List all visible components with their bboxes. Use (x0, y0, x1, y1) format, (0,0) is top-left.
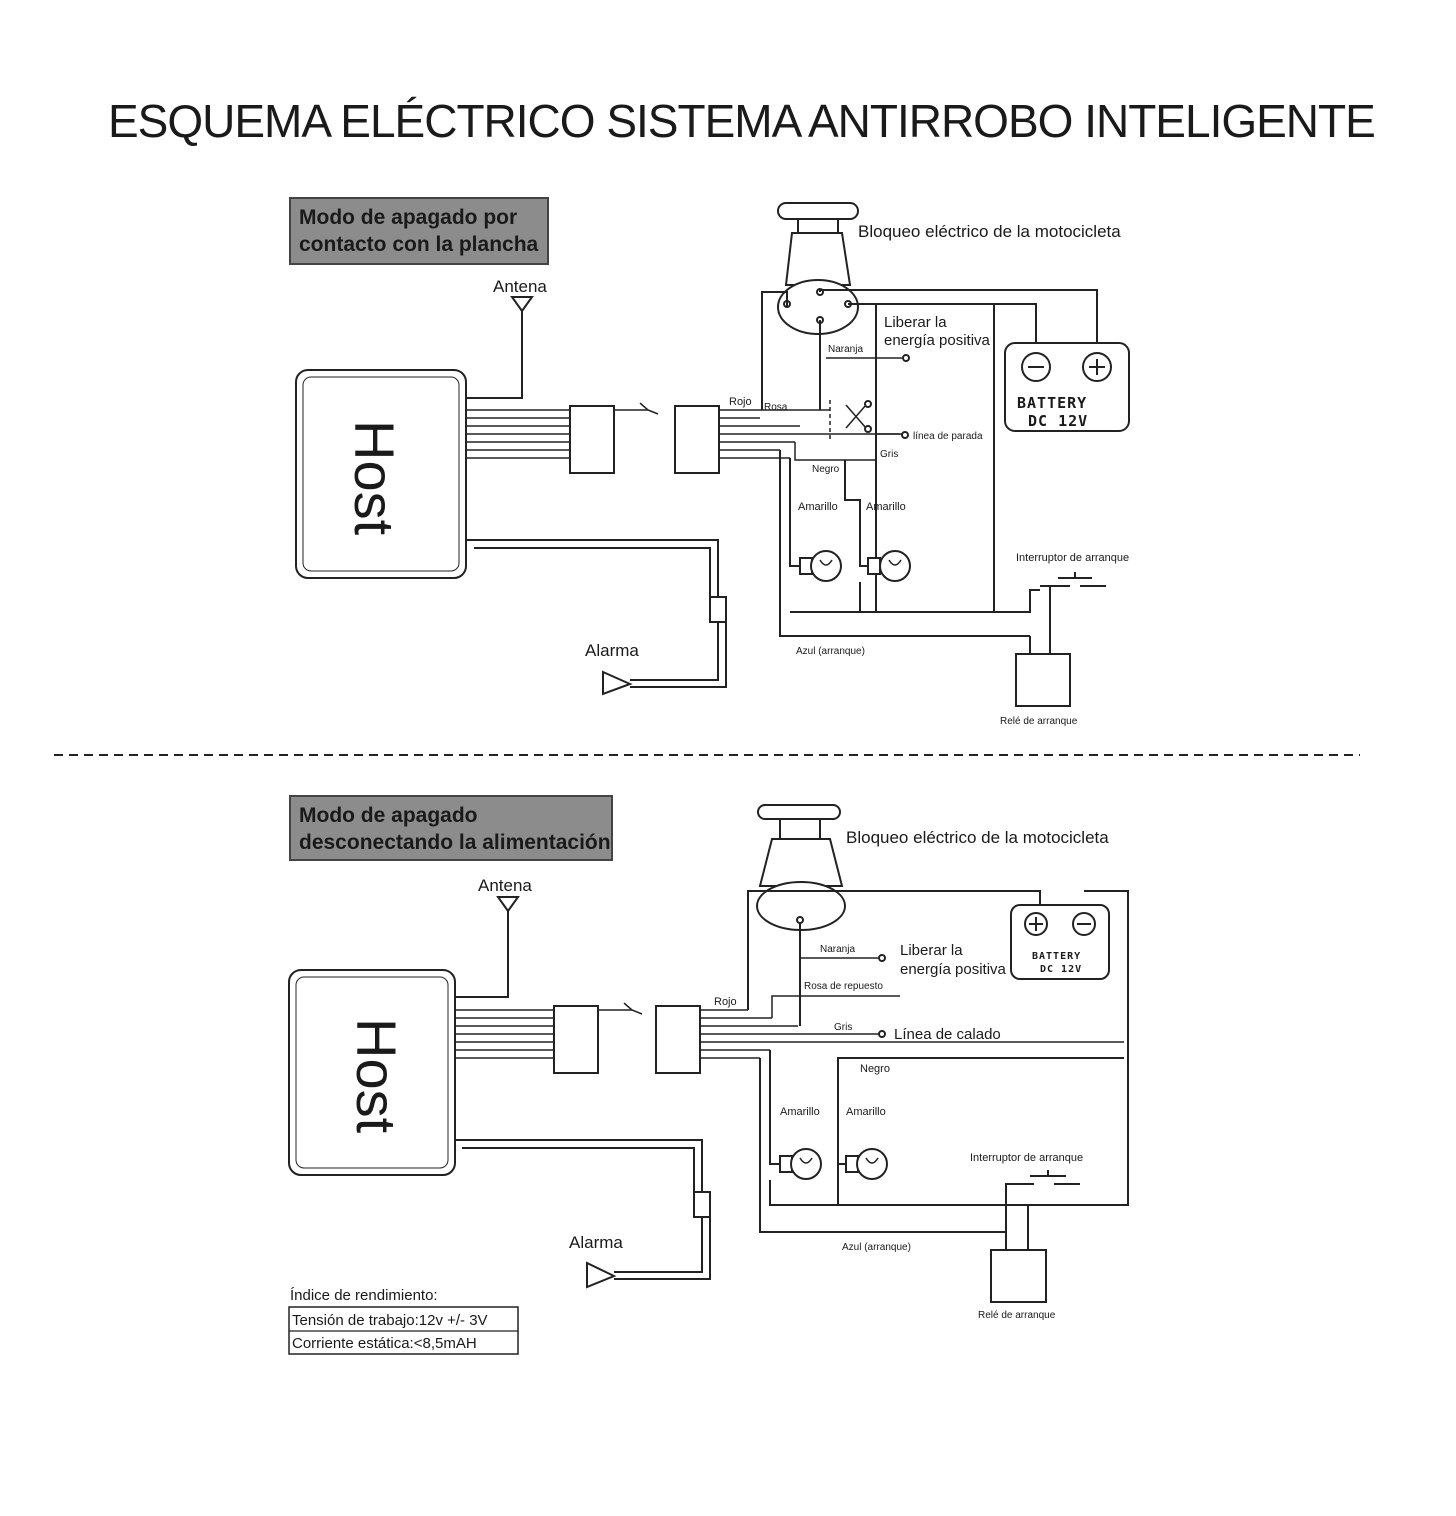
connector-icon (569, 402, 720, 474)
bottom-blue-label: Azul (arranque) (842, 1242, 911, 1253)
bottom-yellow1-label: Amarillo (780, 1106, 820, 1118)
page-title: ESQUEMA ELÉCTRICO SISTEMA ANTIRROBO INTE… (108, 95, 1375, 147)
top-battery-label: BATTERY (1017, 394, 1087, 412)
bottom-relay-label: Relé de arranque (978, 1310, 1056, 1321)
top-blue-label: Azul (arranque) (796, 646, 865, 657)
bottom-release-line2: energía positiva (900, 961, 1007, 978)
antenna-icon (510, 296, 534, 322)
top-antenna-label: Antena (493, 277, 547, 296)
scissors-icon (845, 400, 872, 433)
bulb-icon (867, 550, 911, 582)
bottom-stall-line-label: Línea de calado (894, 1026, 1001, 1043)
top-alarm-label: Alarma (585, 641, 639, 660)
bottom-start-switch-label: Interruptor de arranque (970, 1152, 1083, 1164)
bottom-spare-pink-label: Rosa de repuesto (804, 981, 883, 992)
bottom-host-unit (288, 969, 456, 1176)
battery-icon (1010, 904, 1110, 980)
bottom-gray-label: Gris (834, 1022, 852, 1033)
bottom-battery-voltage: DC 12V (1040, 964, 1082, 975)
top-host-label: Host (343, 420, 406, 536)
bulb-icon (845, 1148, 888, 1180)
bottom-black-label: Negro (860, 1063, 890, 1075)
bottom-antenna-label: Antena (478, 876, 532, 895)
switch-icon (1005, 1170, 1080, 1185)
horn-icon (586, 1261, 617, 1289)
top-mode-line1: Modo de apagado por (299, 206, 517, 229)
battery-icon (1004, 342, 1130, 432)
top-orange-label: Naranja (828, 344, 863, 355)
performance-heading: Índice de rendimiento: (290, 1287, 438, 1304)
top-start-switch-label: Interruptor de arranque (1016, 552, 1129, 564)
top-release-line1: Liberar la (884, 314, 947, 331)
bottom-start-relay (990, 1249, 1047, 1303)
top-diagram: Modo de apagado por contacto con la plan… (289, 197, 1130, 727)
bottom-diagram: Modo de apagado desconectando la aliment… (288, 795, 1129, 1321)
bottom-host-label: Host (345, 1018, 408, 1134)
top-pink-label: Rosa (764, 402, 788, 413)
top-release-line2: energía positiva (884, 332, 991, 349)
bottom-release-line1: Liberar la (900, 942, 963, 959)
bottom-mode-line2: desconectando la alimentación (299, 831, 611, 854)
top-yellow1-label: Amarillo (798, 501, 838, 513)
horn-icon (602, 670, 633, 696)
ignition-lock-icon (756, 804, 846, 931)
top-battery-voltage: DC 12V (1028, 412, 1088, 430)
bulb-icon (779, 1148, 822, 1180)
bottom-red-label: Rojo (714, 996, 737, 1008)
performance-current: Corriente estática:<8,5mAH (292, 1335, 477, 1352)
top-start-relay (1015, 653, 1071, 707)
performance-index: Índice de rendimiento: Tensión de trabaj… (288, 1287, 519, 1355)
bulb-icon (799, 550, 842, 582)
bottom-orange-label: Naranja (820, 944, 855, 955)
bottom-alarm-label: Alarma (569, 1233, 623, 1252)
top-stop-line-label: línea de parada (913, 431, 983, 442)
top-mode-box (289, 197, 549, 265)
antenna-icon (496, 896, 520, 922)
top-host-unit (295, 369, 467, 579)
connector-icon (553, 1002, 701, 1074)
top-gray-label: Gris (880, 449, 898, 460)
bottom-mode-box (289, 795, 613, 861)
bottom-lock-label: Bloqueo eléctrico de la motocicleta (846, 828, 1109, 847)
ignition-lock-icon (777, 202, 859, 335)
bottom-battery-label: BATTERY (1032, 951, 1081, 962)
top-relay-label: Relé de arranque (1000, 716, 1078, 727)
switch-icon (1040, 572, 1106, 587)
performance-voltage: Tensión de trabajo:12v +/- 3V (292, 1312, 488, 1329)
top-red-label: Rojo (729, 396, 752, 408)
top-black-label: Negro (812, 464, 840, 475)
bottom-mode-line1: Modo de apagado (299, 804, 478, 827)
top-mode-line2: contacto con la plancha (299, 233, 539, 256)
top-lock-label: Bloqueo eléctrico de la motocicleta (858, 222, 1121, 241)
top-yellow2-label: Amarillo (866, 501, 906, 513)
bottom-yellow2-label: Amarillo (846, 1106, 886, 1118)
